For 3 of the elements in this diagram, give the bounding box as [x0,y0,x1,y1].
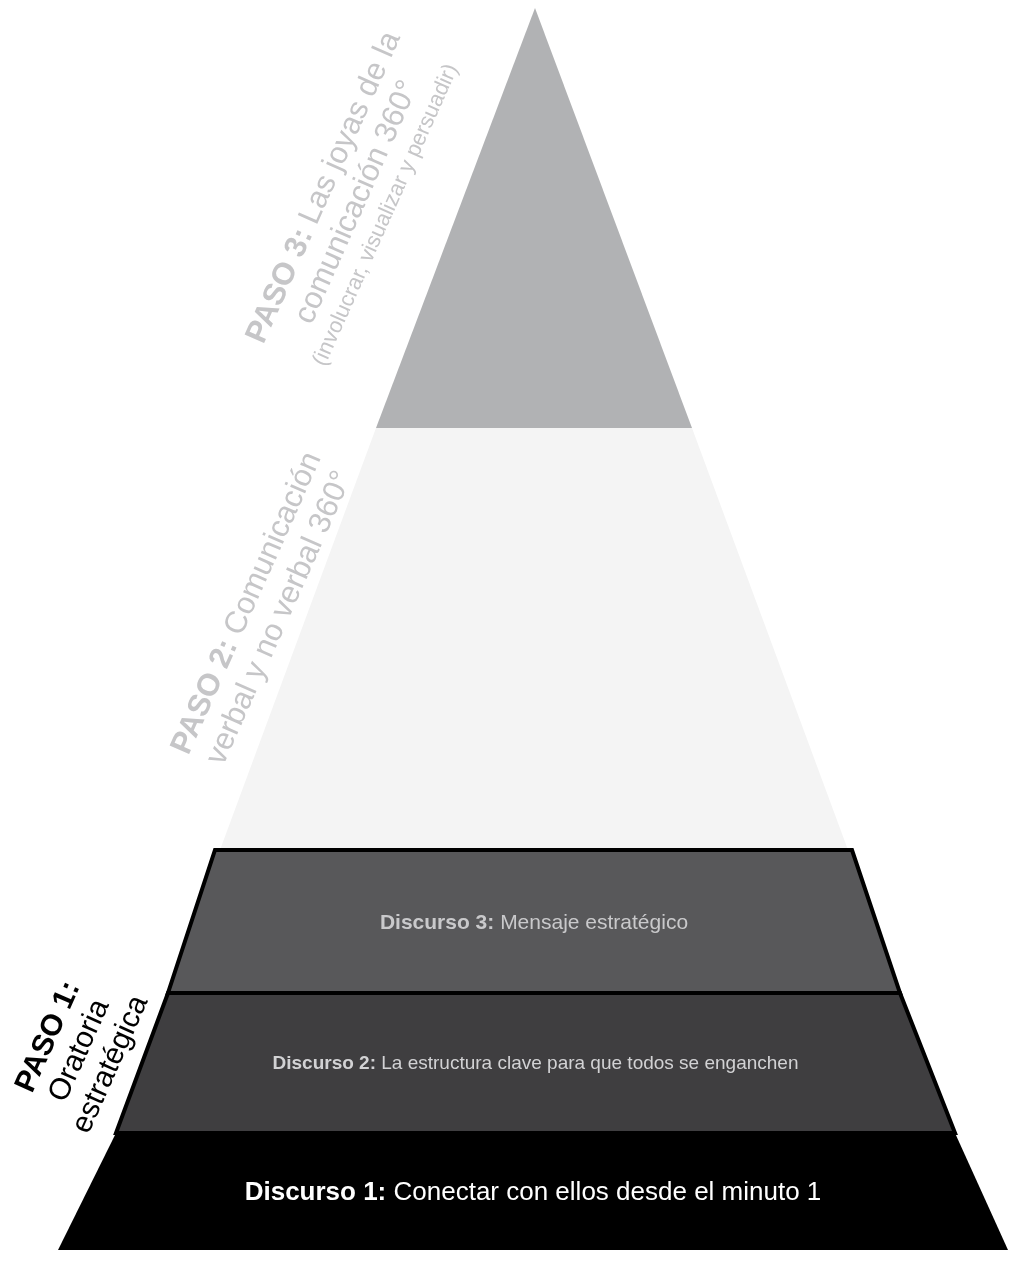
band-label: Discurso 3: Mensaje estratégico [379,908,689,935]
band-label: Discurso 1: Conectar con ellos desde el minuto 1 [244,1175,822,1208]
band-label: Discurso 2: La estructura clave para que todos se enganchen [272,1050,799,1075]
